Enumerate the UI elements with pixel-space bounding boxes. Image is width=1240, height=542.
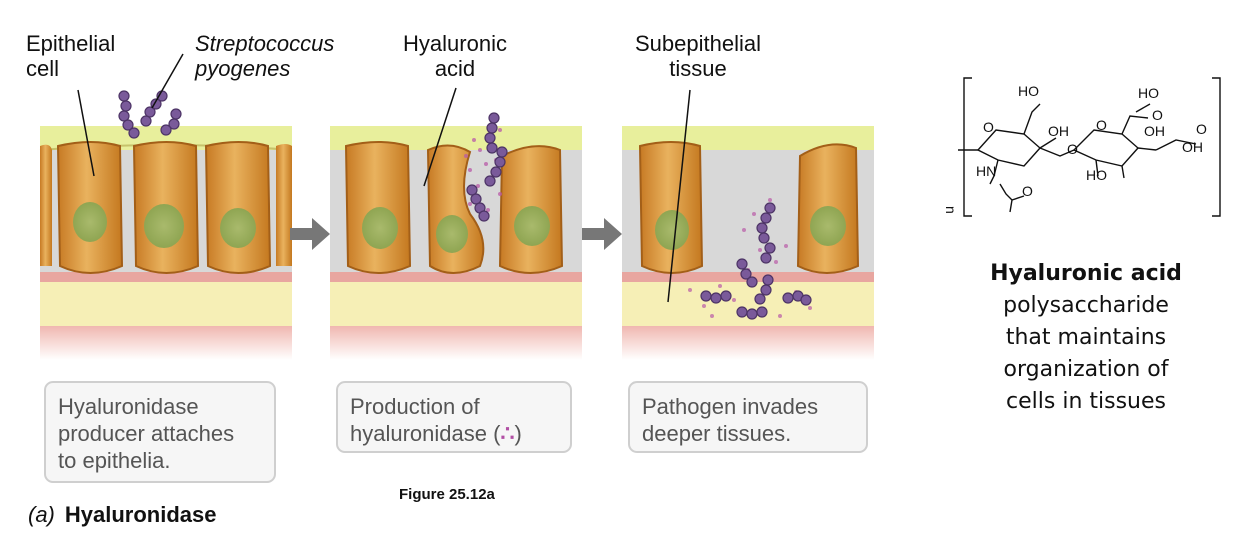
figure-number: Figure 25.12a [399, 486, 495, 503]
leader-lines-1 [77, 53, 184, 177]
caption-production: Production of hyaluronidase (∴) [336, 381, 572, 453]
arrow-right-icon [582, 218, 622, 250]
sub-label-letter: (a) [28, 502, 55, 527]
hyaluronidase-dots-icon: ∴ [500, 421, 515, 446]
label-epithelial-cell: Epithelial cell [26, 31, 116, 81]
hyaluronic-acid-structure [958, 77, 1221, 217]
atom-label: OH [1048, 123, 1069, 139]
atom-label: O [1096, 117, 1107, 133]
panel-3-invasion [622, 89, 874, 360]
label-subepithelial-tissue: Subepithelial tissue [635, 31, 761, 81]
hyaluronic-acid-description: Hyaluronic acid polysaccharide that main… [950, 258, 1222, 418]
subepithelial-tissue [40, 282, 292, 326]
arrow-right-icon [290, 218, 330, 250]
panel-2-production [330, 87, 582, 360]
atom-label: O [1196, 121, 1207, 137]
description-body: polysaccharide that maintains organizati… [1003, 293, 1169, 414]
label-hyaluronic-acid: Hyaluronic acid [403, 31, 507, 81]
sub-label: (a) Hyaluronidase [28, 502, 217, 528]
blood-vessel [40, 326, 292, 360]
bacteria-chains-2 [466, 112, 508, 222]
bacteria-chains-1 [118, 90, 182, 139]
description-title: Hyaluronic acid [990, 261, 1182, 286]
caption-invasion: Pathogen invades deeper tissues. [628, 381, 868, 453]
atom-label: HO [1086, 167, 1107, 183]
hyaluronic-acid-atom-labels: HO HO O OH O O O OH HN HO O OH O n [943, 83, 1207, 214]
atom-label: O [1022, 183, 1033, 199]
atom-label: HN [976, 163, 996, 179]
panel-1-attachment [39, 53, 293, 360]
atom-label: O [1067, 141, 1078, 157]
bacteria-chains-3 [700, 202, 812, 320]
atom-label: n [943, 206, 959, 214]
atom-label: O [1152, 107, 1163, 123]
atom-label: O [983, 119, 994, 135]
atom-label: OH [1182, 139, 1203, 155]
epithelial-cells [40, 141, 292, 274]
atom-label: HO [1138, 85, 1159, 101]
atom-label: OH [1144, 123, 1165, 139]
label-streptococcus-pyogenes: Streptococcus pyogenes [195, 31, 335, 81]
caption-attachment: Hyaluronidase producer attaches to epith… [44, 381, 276, 483]
sub-label-title: Hyaluronidase [64, 502, 217, 527]
basement-membrane [40, 272, 292, 282]
atom-label: HO [1018, 83, 1039, 99]
